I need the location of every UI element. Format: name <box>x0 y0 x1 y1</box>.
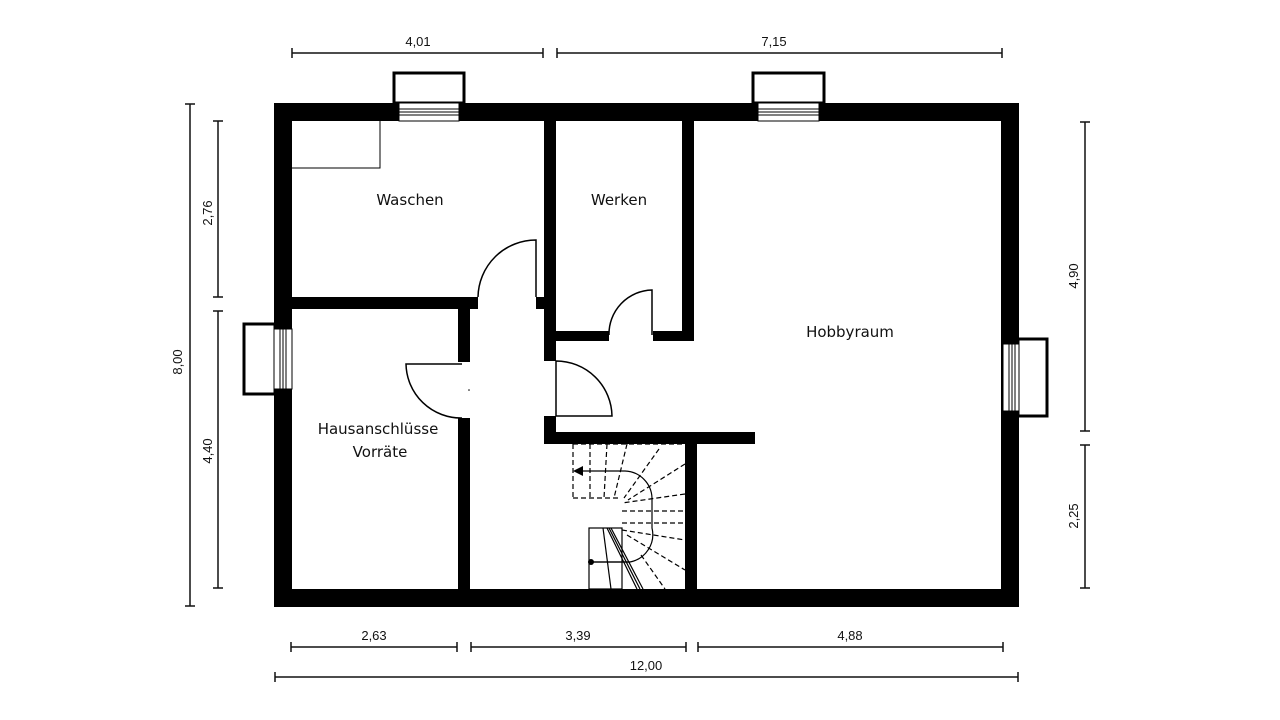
dim-left-lower: 4,40 <box>200 438 215 463</box>
dim-bottom-1: 2,63 <box>361 628 386 643</box>
room-label-vorraete: Vorräte <box>353 443 408 461</box>
wall-exterior-top <box>274 103 1019 121</box>
room-label-hausanschluesse: Hausanschlüsse <box>318 420 439 438</box>
dim-right-upper: 4,90 <box>1066 263 1081 288</box>
door-werken <box>608 289 653 336</box>
door-hausanschluesse <box>405 363 463 419</box>
dimension-lines <box>185 48 1090 682</box>
dim-left-total: 8,00 <box>170 349 185 374</box>
window-top-left <box>398 102 460 122</box>
light-wells <box>242 71 1049 418</box>
window-right <box>1002 343 1020 412</box>
dim-top-left: 4,01 <box>405 34 430 49</box>
door-waschen <box>477 239 537 298</box>
doors <box>405 239 653 419</box>
dim-bottom-2: 3,39 <box>565 628 590 643</box>
wall-exterior-bottom <box>274 589 1019 607</box>
room-label-waschen: Waschen <box>376 191 443 209</box>
windows <box>273 102 1020 412</box>
dim-top-right: 7,15 <box>761 34 786 49</box>
dim-left-upper: 2,76 <box>200 200 215 225</box>
counter <box>292 121 381 169</box>
door-hobbyraum <box>555 360 613 417</box>
room-label-hobbyraum: Hobbyraum <box>806 323 894 341</box>
room-label-werken: Werken <box>591 191 647 209</box>
window-left <box>273 328 293 390</box>
dim-bottom-total: 12,00 <box>630 658 663 673</box>
window-top-right <box>757 102 820 122</box>
walls <box>274 103 1019 607</box>
staircase <box>572 443 686 590</box>
dim-right-lower: 2,25 <box>1066 503 1081 528</box>
dim-bottom-3: 4,88 <box>837 628 862 643</box>
